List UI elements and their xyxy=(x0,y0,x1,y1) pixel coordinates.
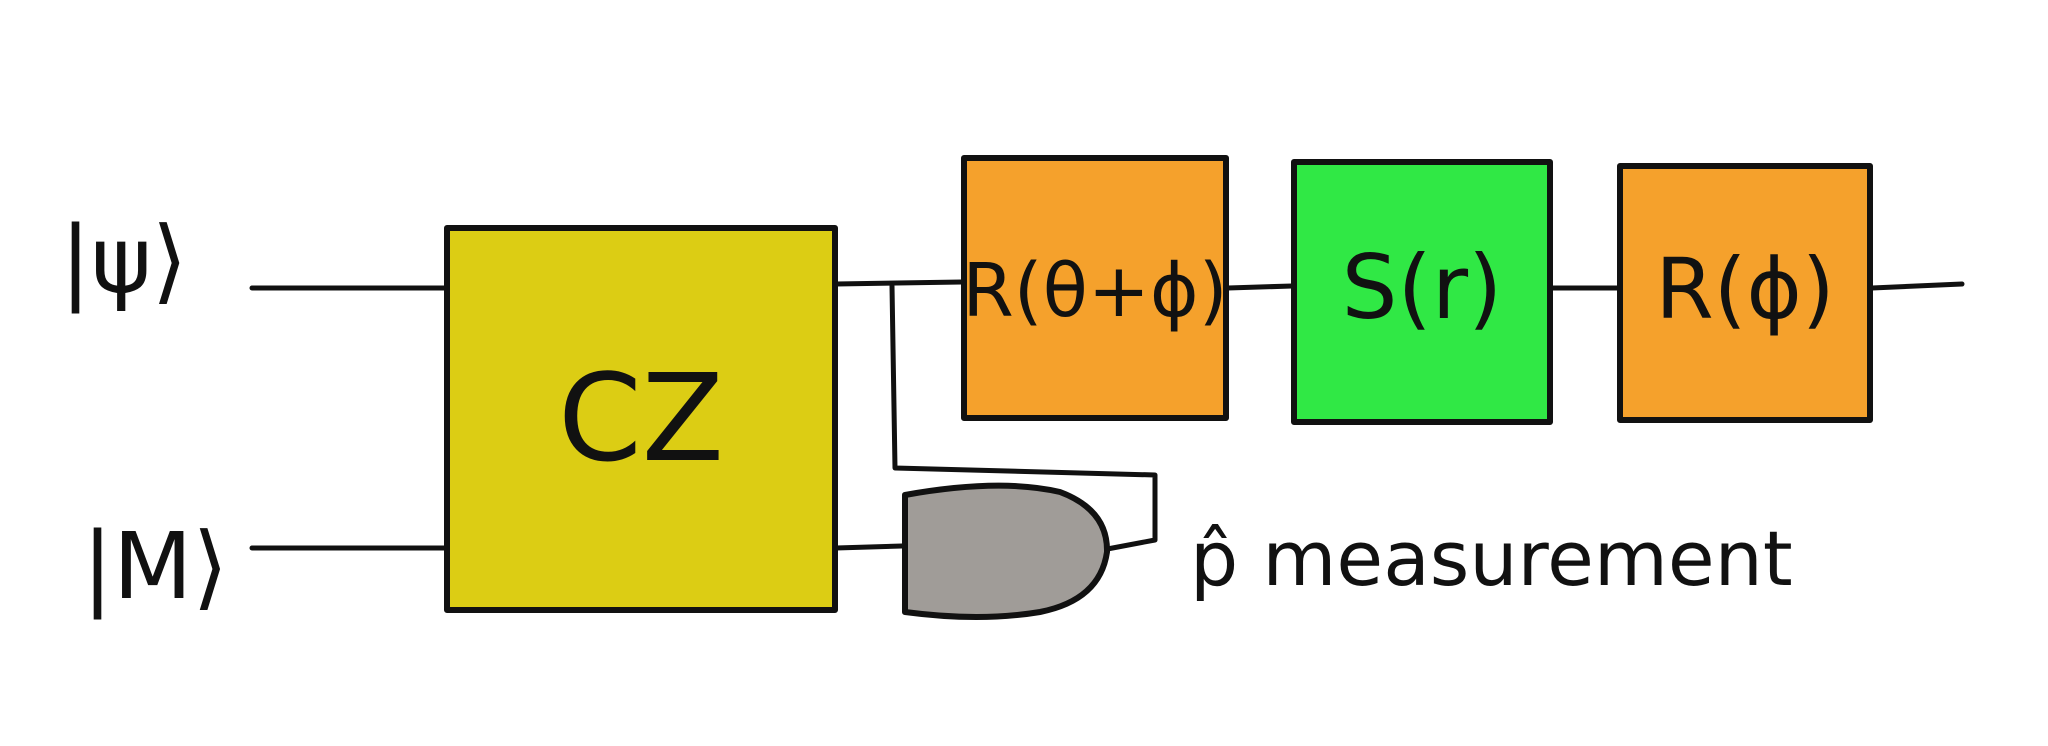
s-r-gate-label: S(r) xyxy=(1342,236,1503,339)
top-wire-r1-to-s xyxy=(1225,283,1295,291)
top-wire-output xyxy=(1869,281,1965,291)
top-wire-cz-to-r1 xyxy=(833,279,965,287)
measurement-label: p̂ measurement xyxy=(1190,514,1793,603)
s-r-gate xyxy=(1291,159,1553,425)
r-theta-phi-gate xyxy=(961,155,1229,421)
cz-gate-label: CZ xyxy=(558,350,724,489)
bottom-wire-cz-to-detector xyxy=(833,543,905,551)
cz-gate xyxy=(444,225,838,613)
input-label-psi: |ψ⟩ xyxy=(60,207,188,314)
input-label-m: |M⟩ xyxy=(82,513,228,620)
r-phi-gate xyxy=(1617,163,1873,423)
feedforward-line xyxy=(889,283,1158,553)
detector-icon xyxy=(902,482,1111,620)
r-theta-phi-gate-label: R(θ+ϕ) xyxy=(962,248,1227,334)
r-phi-gate-label: R(ϕ) xyxy=(1655,240,1834,338)
